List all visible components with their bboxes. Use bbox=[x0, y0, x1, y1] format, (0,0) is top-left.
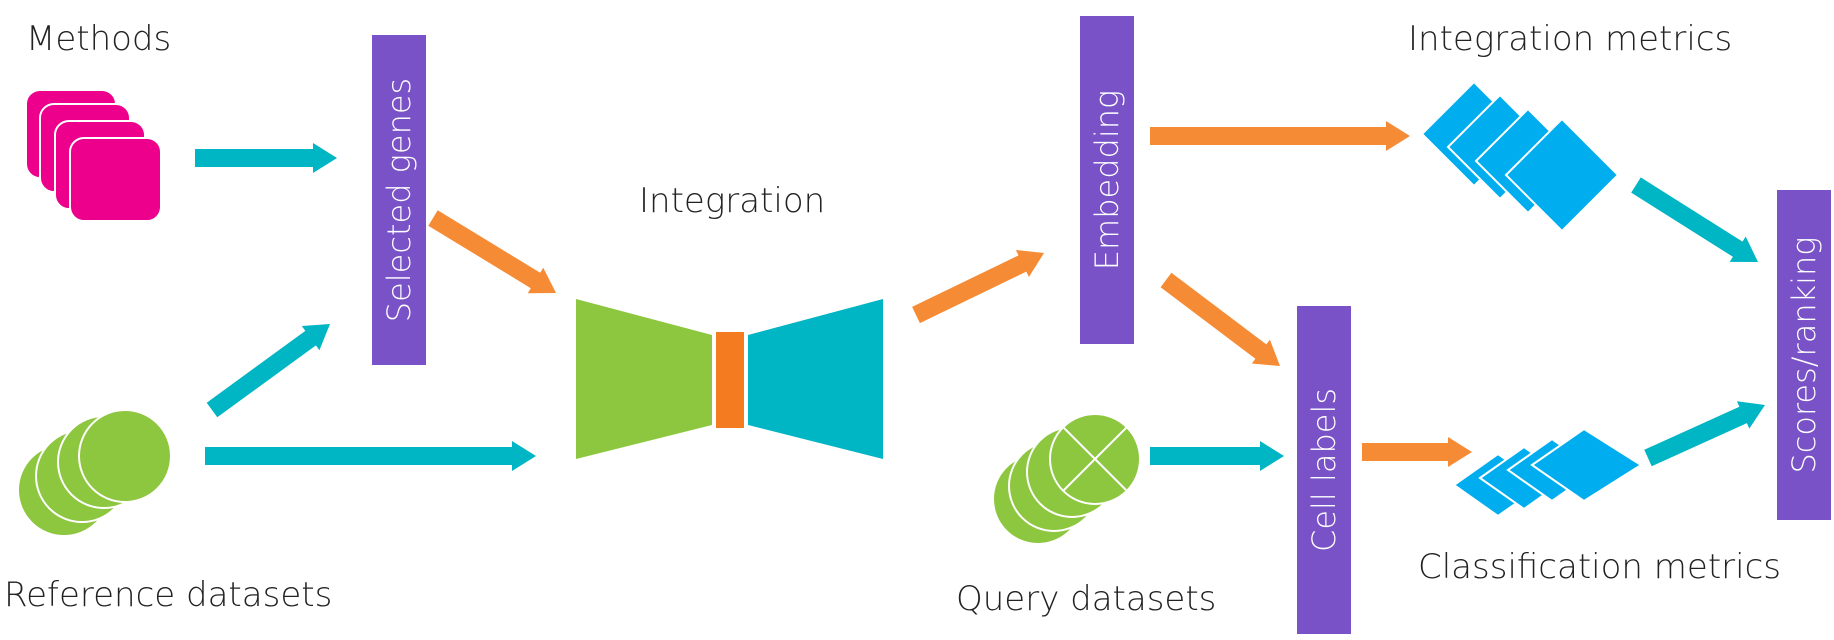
classification-metrics-label: Classification metrics bbox=[1418, 547, 1781, 587]
arrow-classification-to-scores bbox=[1644, 401, 1765, 467]
arrow-reference-to-genes bbox=[206, 324, 330, 418]
cell-labels-label: Cell labels bbox=[1305, 387, 1343, 553]
arrow-integration-metrics-to-scores bbox=[1631, 177, 1758, 262]
embedding-label: Embedding bbox=[1088, 89, 1126, 271]
reference-datasets-label: Reference datasets bbox=[4, 575, 333, 615]
scores-ranking-box: Scores/ranking bbox=[1777, 190, 1831, 520]
integration-metrics-label: Integration metrics bbox=[1408, 19, 1733, 59]
query-datasets-label: Query datasets bbox=[956, 579, 1217, 619]
scores-ranking-label: Scores/ranking bbox=[1785, 236, 1823, 474]
arrow-embedding-to-cell-labels bbox=[1160, 272, 1280, 366]
arrows bbox=[195, 121, 1765, 471]
integration-metrics-icon bbox=[1420, 80, 1620, 233]
methods-stack-icon bbox=[25, 89, 162, 222]
integration-model-icon bbox=[576, 299, 883, 459]
embedding-box: Embedding bbox=[1080, 16, 1134, 344]
arrow-methods-to-genes bbox=[195, 143, 337, 173]
arrow-reference-to-integration bbox=[205, 441, 536, 471]
query-datasets-icon bbox=[992, 413, 1141, 545]
arrow-genes-to-integration bbox=[428, 210, 556, 294]
integration-label: Integration bbox=[639, 181, 826, 221]
classification-metrics-icon bbox=[1452, 427, 1643, 518]
arrow-embedding-to-integration-metrics bbox=[1150, 121, 1410, 151]
reference-datasets-icon bbox=[17, 409, 172, 537]
selected-genes-label: Selected genes bbox=[380, 77, 418, 323]
arrow-cell-labels-to-classification bbox=[1362, 437, 1472, 467]
methods-label: Methods bbox=[26, 19, 172, 59]
selected-genes-box: Selected genes bbox=[372, 35, 426, 365]
arrow-query-to-cell-labels bbox=[1150, 441, 1284, 471]
arrow-integration-to-embedding bbox=[912, 250, 1044, 324]
cell-labels-box: Cell labels bbox=[1297, 306, 1351, 634]
